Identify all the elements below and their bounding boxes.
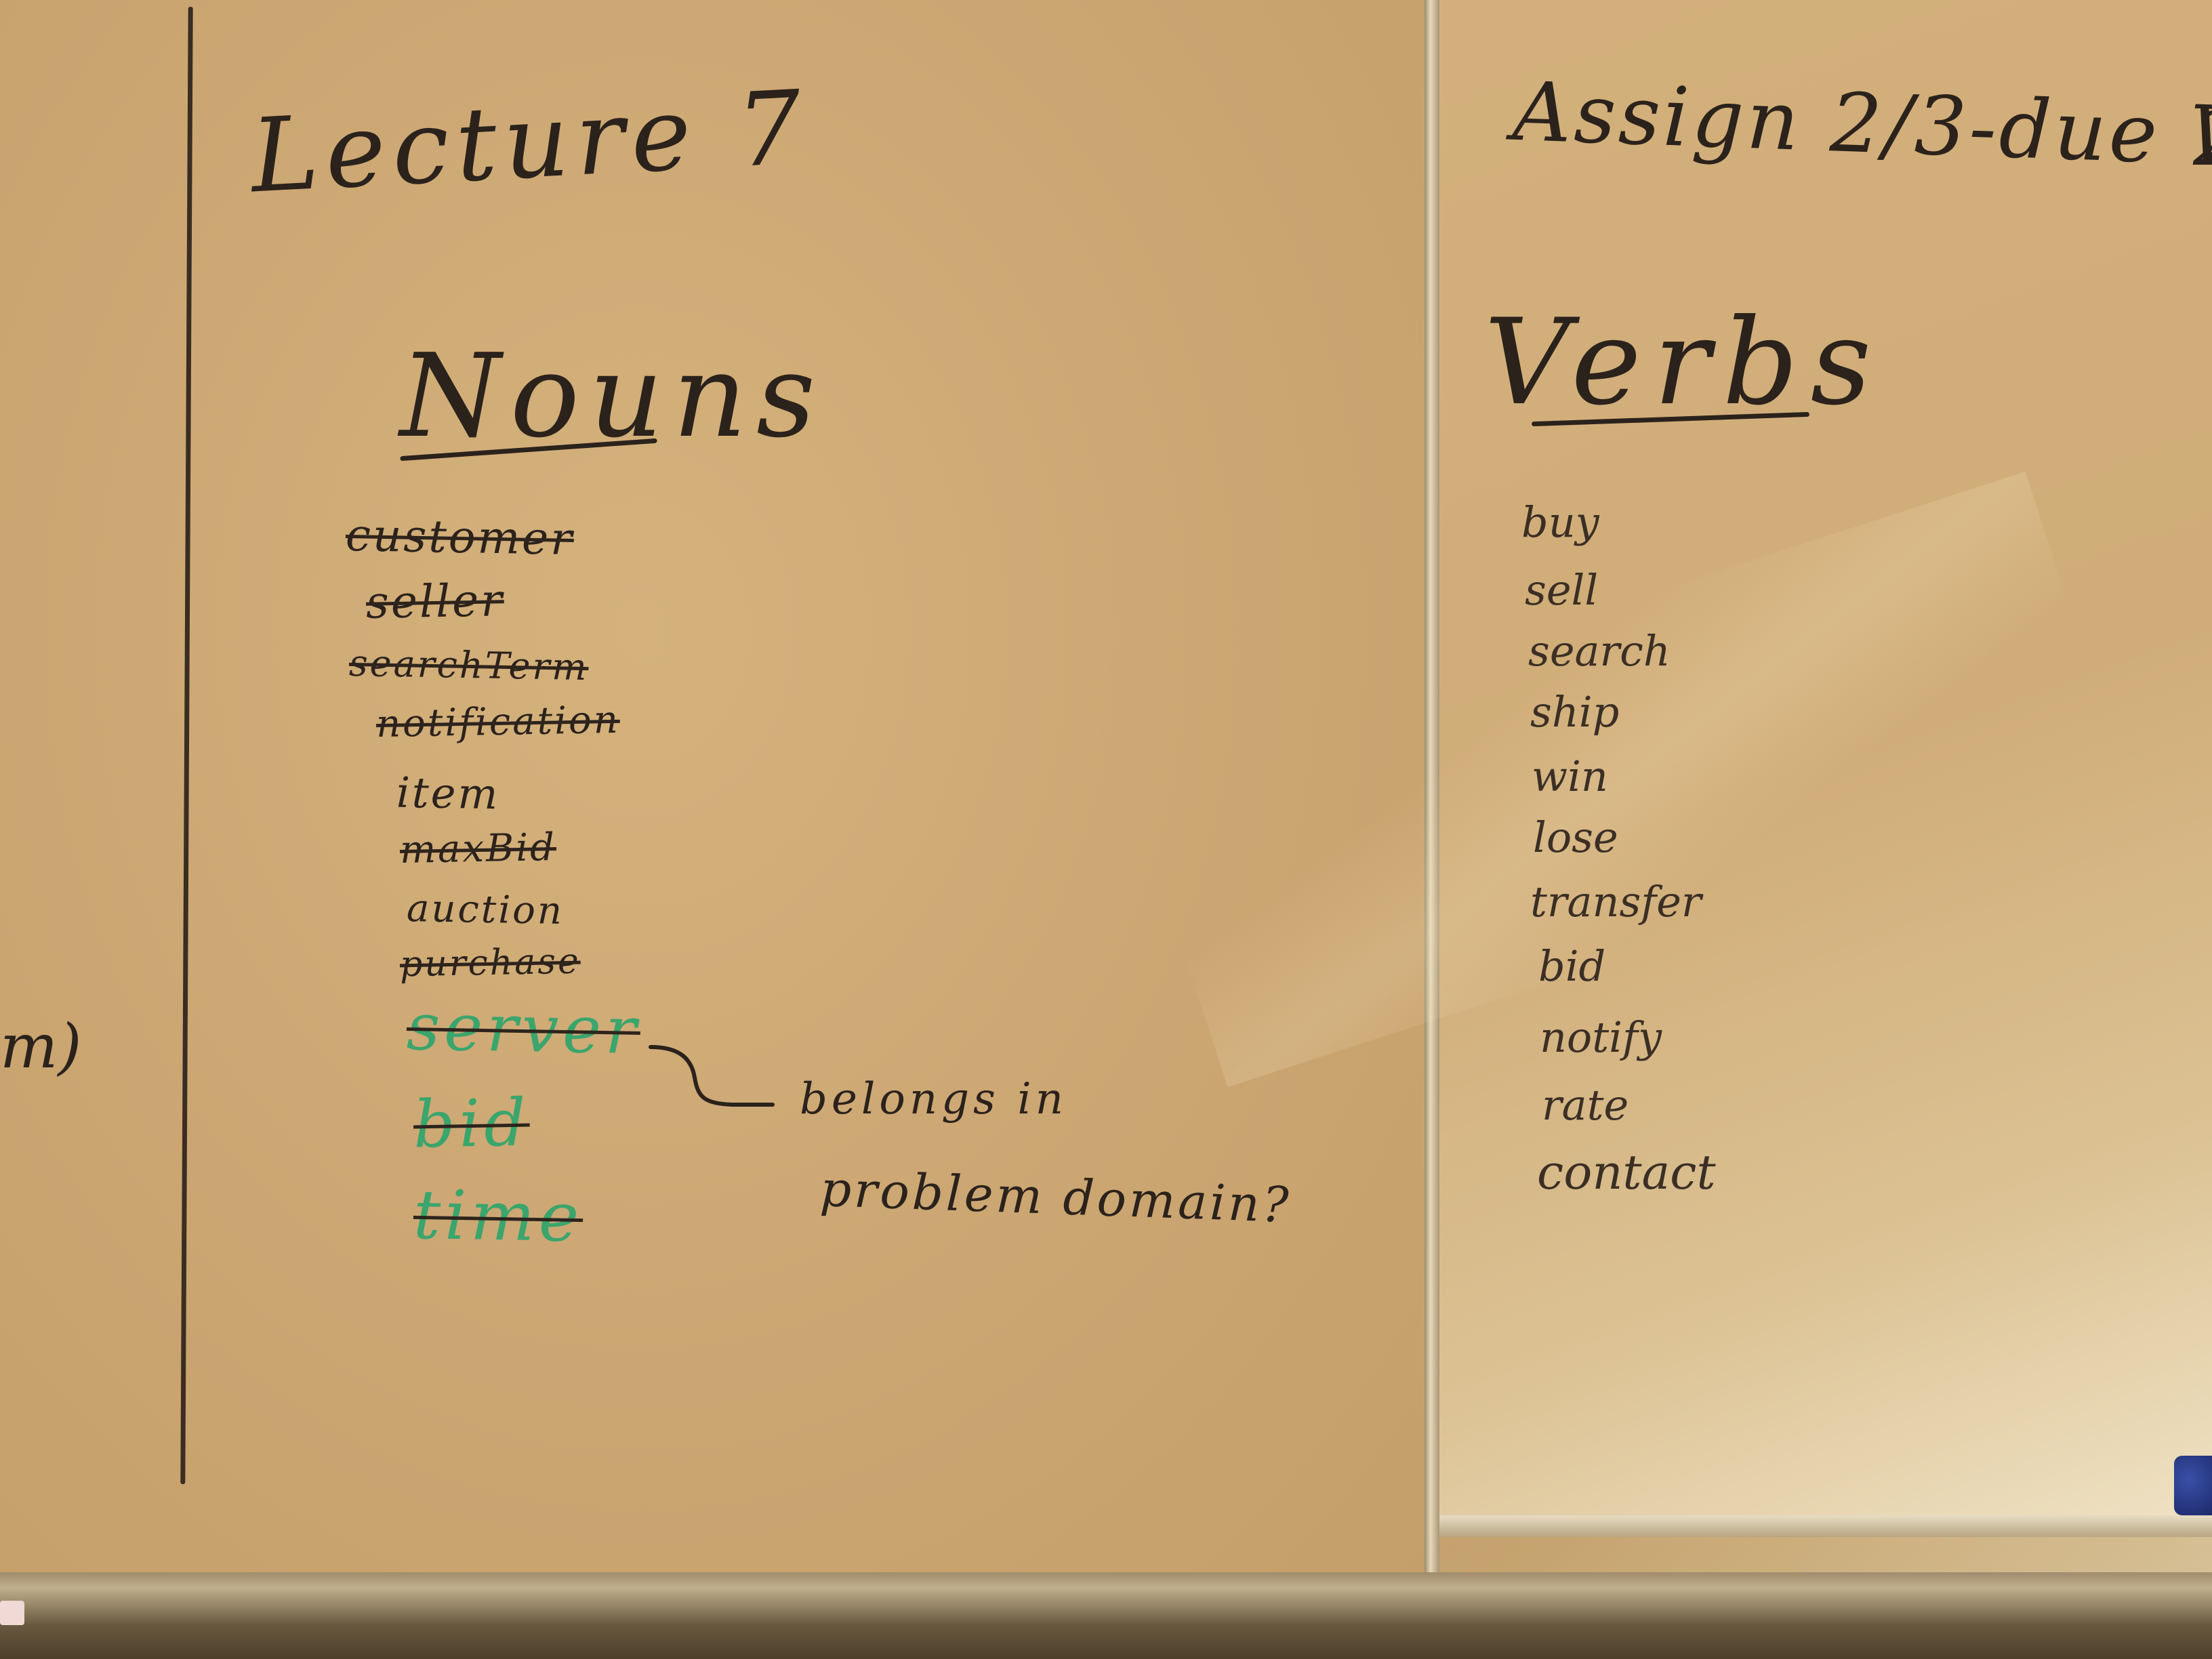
verbs-heading: Verbs — [1484, 294, 1884, 432]
verb-item: notify — [1540, 1012, 1662, 1062]
noun-item: maxBid — [399, 825, 557, 873]
verb-item: lose — [1533, 813, 1618, 862]
lecture-title: Lecture 7 — [248, 68, 811, 216]
noun-item: searchTerm — [348, 641, 590, 689]
verb-item: sell — [1525, 565, 1599, 615]
noun-item: purchase — [399, 941, 581, 985]
verb-item: rate — [1542, 1080, 1629, 1130]
eraser-icon — [0, 1601, 24, 1625]
whiteboard-left-panel — [0, 0, 1425, 1579]
verb-item: transfer — [1530, 877, 1702, 926]
noun-item: customer — [345, 509, 575, 565]
whiteboard-right-panel — [1439, 0, 2212, 1525]
marker-icon — [2174, 1456, 2212, 1515]
noun-item: bid — [413, 1084, 531, 1163]
noun-item: server — [406, 988, 641, 1069]
noun-item: time — [413, 1174, 584, 1258]
noun-item: notification — [375, 697, 621, 747]
note-text-line-1: belongs in — [800, 1074, 1067, 1124]
panel-seam — [1425, 0, 1439, 1579]
verb-item: contact — [1537, 1145, 1716, 1200]
noun-item: auction — [406, 886, 565, 934]
marker-tray — [0, 1572, 2212, 1659]
noun-item: item — [396, 767, 500, 819]
verb-item: bid — [1538, 941, 1606, 991]
verb-item: ship — [1530, 687, 1620, 737]
verb-item: buy — [1521, 497, 1599, 547]
panel-bottom-edge — [1439, 1515, 2212, 1537]
verb-item: search — [1528, 626, 1671, 676]
verb-item: win — [1532, 752, 1608, 801]
partial-text-right-edge: 2 — [2193, 102, 2212, 176]
nouns-heading: Nouns — [400, 329, 825, 464]
noun-item: seller — [365, 574, 505, 629]
partial-text-left-edge: m) — [0, 1011, 82, 1082]
